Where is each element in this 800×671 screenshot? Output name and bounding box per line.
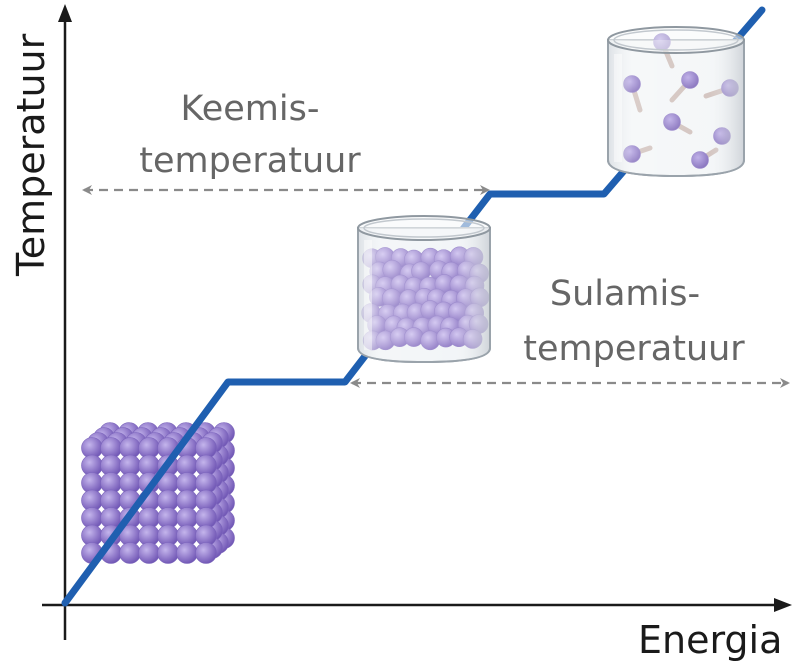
x-axis-arrowhead [774, 598, 792, 612]
boiling-label-line2: temperatuur [139, 141, 361, 181]
x-axis-label: Energia [638, 618, 782, 662]
y-axis-arrowhead [58, 4, 72, 22]
solid-particle [176, 542, 198, 564]
boiling-label-line1: Keemis- [181, 89, 320, 129]
y-axis-label: Temperatuur [9, 33, 53, 277]
solid-particle [195, 542, 217, 564]
solid-particle [138, 542, 160, 564]
melting-label-line2: temperatuur [523, 329, 745, 369]
solid-particle [119, 542, 141, 564]
liquid-beaker [357, 215, 491, 364]
melting-label-line1: Sulamis- [550, 274, 700, 314]
solid-particle [157, 542, 179, 564]
solid-particle-cube [81, 422, 235, 564]
gas-beaker [607, 26, 745, 178]
axes: Temperatuur Energia [9, 4, 792, 662]
